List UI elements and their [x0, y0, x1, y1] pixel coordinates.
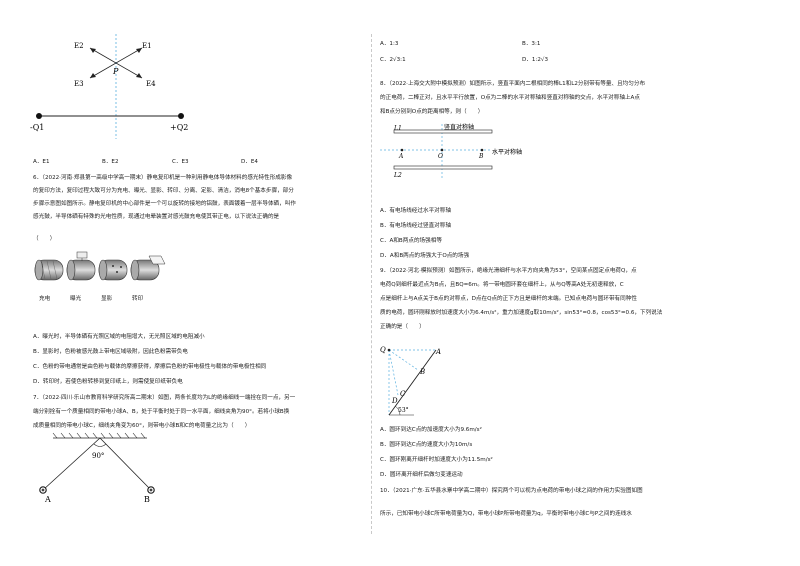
step-label: 充电: [39, 296, 51, 302]
q8-line: 和B点分别到O点的距离相等，则（ ）: [380, 109, 484, 115]
label-l1: L1: [393, 125, 402, 132]
q9-option-c[interactable]: C．圆环刚离开细杆时加速度大小为11.5m/s²: [380, 457, 493, 463]
q8-option-b[interactable]: B．有电场线经过竖直对称轴: [380, 223, 451, 229]
q8-option-c[interactable]: C．A和B两点的场强相等: [380, 238, 442, 244]
q9-option-d[interactable]: D．圆环离开细杆后做匀变速运动: [380, 472, 463, 478]
q7-line: 成质量相同的带电小球C，细线夹角变为60°，则带电小球B和C的电荷量之比为（ ）: [33, 423, 251, 429]
q10-line: 所示，已知带电小球C所带电荷量为Q，带电小球P所带电荷量为q，平衡时带电小球C与…: [380, 511, 632, 517]
q6-line: 步骤示意图如图所示。静电复印机的中心部件是一个可以旋转的接地的铝鼓，表面镀着一层…: [33, 201, 296, 207]
q6-line: （ ）: [33, 236, 56, 242]
label-b: B: [478, 153, 484, 160]
pendulum-figure: 90° A B: [39, 432, 155, 504]
label-e4: E4: [146, 80, 156, 88]
q6-option-b[interactable]: B．显影时，色粉被感光鼓上带电区域吸附，因此色粉需带负电: [33, 349, 188, 355]
angle-label: 53°: [398, 407, 409, 414]
q5-option-c[interactable]: C．E3: [172, 159, 189, 165]
label-q1: -Q1: [30, 123, 44, 132]
q7-option-d[interactable]: D．1:2√3: [522, 57, 549, 63]
label-a: A: [398, 153, 404, 160]
copier-steps-figure: [34, 251, 166, 281]
q8-line: 8．（2022·上海交大附中模拟预测）如图所示，竖直平面内二根相同的棒L1和L2…: [380, 81, 646, 87]
q7-option-a[interactable]: A．1:3: [380, 41, 399, 47]
q9-line: 点是细杆上与A点关于B点的对称点，D点在Q点的正下方且是细杆的末端。已知点电荷与…: [380, 296, 637, 302]
q6-option-c[interactable]: C．色粉的带电通常是由色粉与载体的摩擦获得，摩擦后色粉的带电极性与载体的带电极性…: [33, 364, 267, 370]
label-p: P: [112, 67, 119, 76]
charge-q2: [178, 113, 184, 119]
q8-option-d[interactable]: D．A和B两点的场强大于O点的场强: [380, 253, 470, 259]
step-label: 显影: [101, 296, 113, 302]
label-horizontal-axis: 水平对称轴: [492, 148, 522, 156]
q9-option-b[interactable]: B．圆环到达C点的速度大小为10m/s: [380, 442, 473, 448]
rod-incline-figure: Q A B C D 53°: [380, 346, 441, 416]
q5-option-d[interactable]: D．E4: [241, 159, 258, 165]
label-e2: E2: [74, 42, 84, 50]
angle-label: 90°: [92, 452, 104, 460]
label-vertical-axis: 竖直对称轴: [444, 123, 474, 131]
charge-q1: [36, 113, 42, 119]
label-o: O: [438, 153, 443, 160]
q10-line: 10．（2021·广东·五华县水寨中学高二期中）探究两个可以视为点电荷的带电小球…: [380, 488, 643, 494]
label-q: Q: [380, 346, 386, 354]
q9-line: 质的电荷，圆环刚释放时加速度大小为6.4m/s²，重力加速度g取10m/s²，s…: [380, 310, 663, 316]
step-label: 曝光: [70, 296, 82, 302]
label-a: A: [435, 348, 441, 356]
column-divider: [371, 34, 372, 534]
label-q2: +Q2: [170, 123, 188, 132]
q9-line: 9．（2022·河北·模拟预测）如图所示，绝缘光滑细杆与水平方向夹角为53°，空…: [380, 268, 637, 274]
field-vector-figure: E2 E1 E3 E4 P -Q1 +Q2: [30, 34, 188, 139]
label-d: D: [391, 397, 398, 405]
label-e1: E1: [142, 42, 152, 50]
label-a: A: [44, 495, 51, 504]
label-b: B: [144, 495, 150, 504]
q6-line: 6．（2022·河南·郑县第一高级中学高一期末）静电复印机是一种利用静电体导体材…: [33, 175, 293, 181]
q8-option-a[interactable]: A．有电场线经过水平对称轴: [380, 208, 451, 214]
q7-line: 7．（2022·四川·乐山市教育科学研究所高二期末）如图，两条长度均为L的绝缘细…: [33, 395, 296, 401]
step-label: 转印: [132, 296, 144, 302]
q9-line: 电荷Q到细杆最近点为B点，且BQ=6m。将一带电圆环套在细杆上，从与Q等高A处无…: [380, 282, 624, 288]
q9-line: 正确的是（ ）: [380, 324, 425, 330]
q7-line: 端分别拴有一个质量相同的带电小球A、B，处于平衡时处于同一水平面，细线夹角为90…: [33, 409, 290, 415]
q6-line: 感光鼓，半导体硒有特殊的光电性质，现通过电晕装置对感光鼓充电使其带正电，以下说法…: [33, 214, 280, 220]
q5-option-b[interactable]: B．E2: [102, 159, 119, 165]
q6-option-d[interactable]: D．转印时，若使色粉转移到复印纸上，则需使复印纸带负电: [33, 379, 183, 385]
label-e3: E3: [74, 80, 84, 88]
label-b: B: [419, 368, 425, 376]
q6-option-a[interactable]: A．曝光时，半导体硒有光照区域的电阻增大，无光照区域的电阻减小: [33, 334, 205, 340]
q6-line: 的复印方法，复印过程大致可分为充电、曝光、显影、转印、分离、定影、清洁，消电8个…: [33, 188, 294, 194]
q7-option-b[interactable]: B．3:1: [522, 41, 541, 47]
q9-option-a[interactable]: A．圆环到达C点的加速度大小为9.6m/s²: [380, 427, 482, 433]
q5-option-a[interactable]: A．E1: [33, 159, 50, 165]
label-l2: L2: [393, 172, 402, 179]
q7-option-c[interactable]: C．2√3:1: [380, 57, 406, 63]
rods-figure: L1 L2 竖直对称轴 水平对称轴 A O B: [380, 123, 522, 179]
label-c: C: [400, 390, 406, 398]
q8-line: 的正电荷，二棒正对，且水平平行放置，O点为二棒的水平对称轴和竖直对称轴的交点，水…: [380, 95, 640, 101]
